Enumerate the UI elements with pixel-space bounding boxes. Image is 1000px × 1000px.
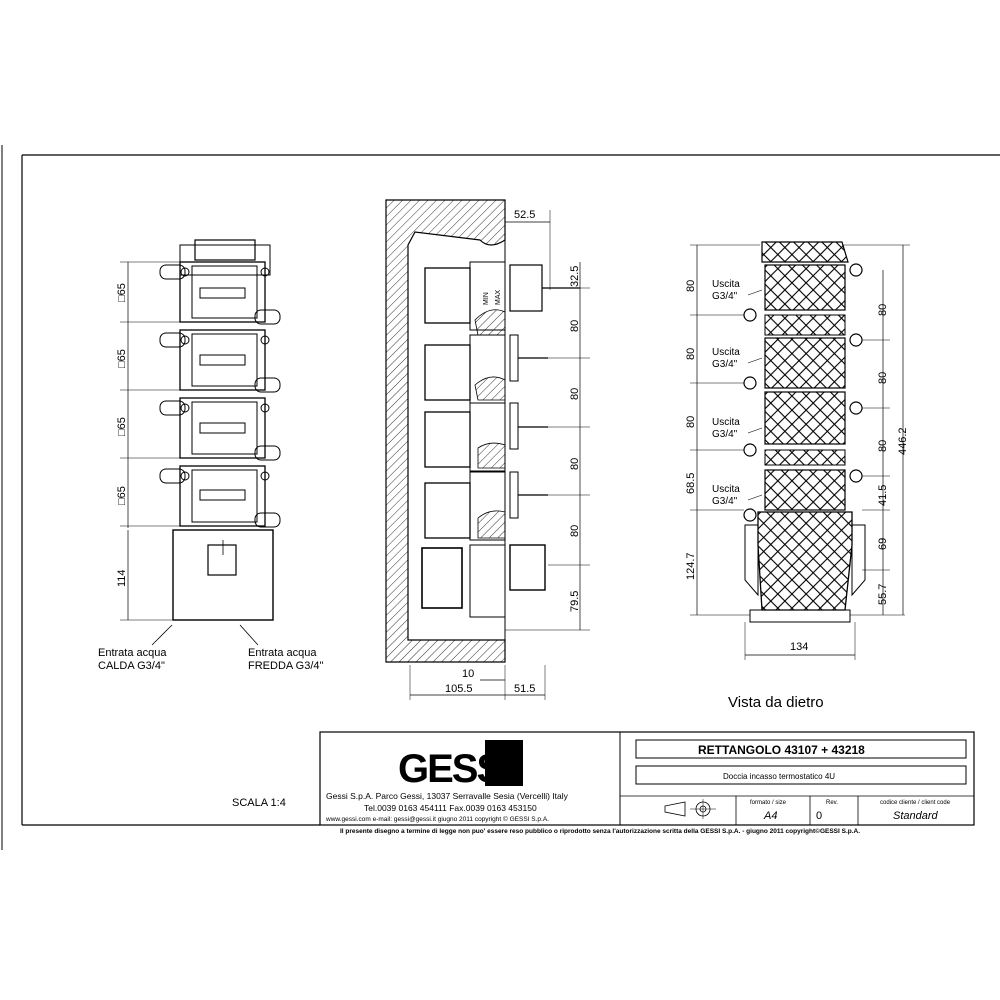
back-dimensions xyxy=(690,244,910,660)
dim-79-5: 79.5 xyxy=(569,591,581,612)
rev-value: 0 xyxy=(816,810,822,822)
valve-max-label: MAX xyxy=(495,290,502,306)
back-dim-left-68-5: 68.5 xyxy=(685,473,697,494)
side-dimensions xyxy=(409,210,590,700)
legal-notice: Il presente disegno a termine di legge n… xyxy=(340,827,860,835)
front-module-4 xyxy=(159,465,281,528)
dim-32-5: 32.5 xyxy=(569,266,581,287)
dim-114: 114 xyxy=(116,569,128,587)
back-dim-right-69: 69 xyxy=(877,538,889,550)
front-module-2 xyxy=(159,329,281,393)
back-dim-right-80-1: 80 xyxy=(877,304,889,316)
back-dim-left-80-3: 80 xyxy=(685,416,697,428)
outlet-label-2b: G3/4" xyxy=(712,359,738,370)
dim-51-5: 51.5 xyxy=(514,683,535,695)
square-dim-4: □65 xyxy=(116,486,128,505)
company-line: Gessi S.p.A. Parco Gessi, 13037 Serraval… xyxy=(326,791,569,801)
back-dim-right-80-3: 80 xyxy=(877,440,889,452)
back-lattice xyxy=(743,241,866,623)
back-dim-right-80-2: 80 xyxy=(877,372,889,384)
dim-52-5: 52.5 xyxy=(514,209,535,221)
dim-side-80-3: 80 xyxy=(569,458,581,470)
projection-symbol-icon xyxy=(664,799,716,819)
back-dim-134: 134 xyxy=(790,641,808,653)
inlet-hot-line2: CALDA G3/4" xyxy=(98,660,165,672)
thermostat-body xyxy=(172,529,274,621)
outlet-label-1a: Uscita xyxy=(712,279,740,290)
format-value: A4 xyxy=(763,810,777,822)
outlet-label-3b: G3/4" xyxy=(712,429,738,440)
inlet-cold-line1: Entrata acqua xyxy=(248,647,317,659)
gessi-logo-text: GESSI xyxy=(398,747,510,791)
dim-side-80-1: 80 xyxy=(569,320,581,332)
square-dim-2: □65 xyxy=(116,349,128,368)
format-label: formato / size xyxy=(750,800,787,806)
inlet-cold-line2: FREDDA G3/4" xyxy=(248,660,324,672)
outlet-label-4b: G3/4" xyxy=(712,496,738,507)
side-valves xyxy=(421,261,506,618)
dim-side-80-2: 80 xyxy=(569,388,581,400)
sheet-frame xyxy=(1,145,1000,850)
dim-105-5: 105.5 xyxy=(445,683,473,695)
client-code-value: Standard xyxy=(893,810,939,822)
dim-side-80-4: 80 xyxy=(569,525,581,537)
outlet-label-4a: Uscita xyxy=(712,484,740,495)
back-dim-left-80-1: 80 xyxy=(685,280,697,292)
title-block xyxy=(319,731,975,826)
back-view xyxy=(690,241,910,660)
web-line: www.gessi.com e-mail: gessi@gessi.it giu… xyxy=(325,815,549,823)
outlet-label-2a: Uscita xyxy=(712,347,740,358)
front-dimensions xyxy=(120,261,180,621)
inlet-hot-line1: Entrata acqua xyxy=(98,647,167,659)
front-module-3 xyxy=(159,397,281,461)
outlet-label-3a: Uscita xyxy=(712,417,740,428)
product-title: RETTANGOLO 43107 + 43218 xyxy=(698,743,865,757)
scale-label: SCALA 1:4 xyxy=(232,797,286,809)
front-module-1 xyxy=(159,261,281,325)
side-spindles xyxy=(509,264,580,591)
gessi-logo xyxy=(485,740,523,786)
back-view-title: Vista da dietro xyxy=(728,694,824,711)
outlet-label-1b: G3/4" xyxy=(712,291,738,302)
back-dim-right-41-5: 41.5 xyxy=(877,485,889,506)
client-code-label: codice cliente / client code xyxy=(880,800,951,806)
square-dim-1: □65 xyxy=(116,283,128,302)
back-dim-total-446-2: 446.2 xyxy=(897,427,909,455)
back-dim-left-80-2: 80 xyxy=(685,348,697,360)
valve-min-label: MIN xyxy=(483,292,490,305)
rev-label: Rev. xyxy=(826,800,838,806)
product-desc: Doccia incasso termostatico 4U xyxy=(723,772,835,781)
phone-line: Tel.0039 0163 454111 Fax.0039 0163 45315… xyxy=(364,803,537,813)
square-dim-3: □65 xyxy=(116,417,128,436)
front-view xyxy=(120,239,281,646)
dim-10: 10 xyxy=(462,668,474,680)
back-dim-left-124-7: 124.7 xyxy=(685,552,697,580)
side-view xyxy=(385,199,590,700)
back-dim-right-55-7: 55.7 xyxy=(877,584,889,605)
